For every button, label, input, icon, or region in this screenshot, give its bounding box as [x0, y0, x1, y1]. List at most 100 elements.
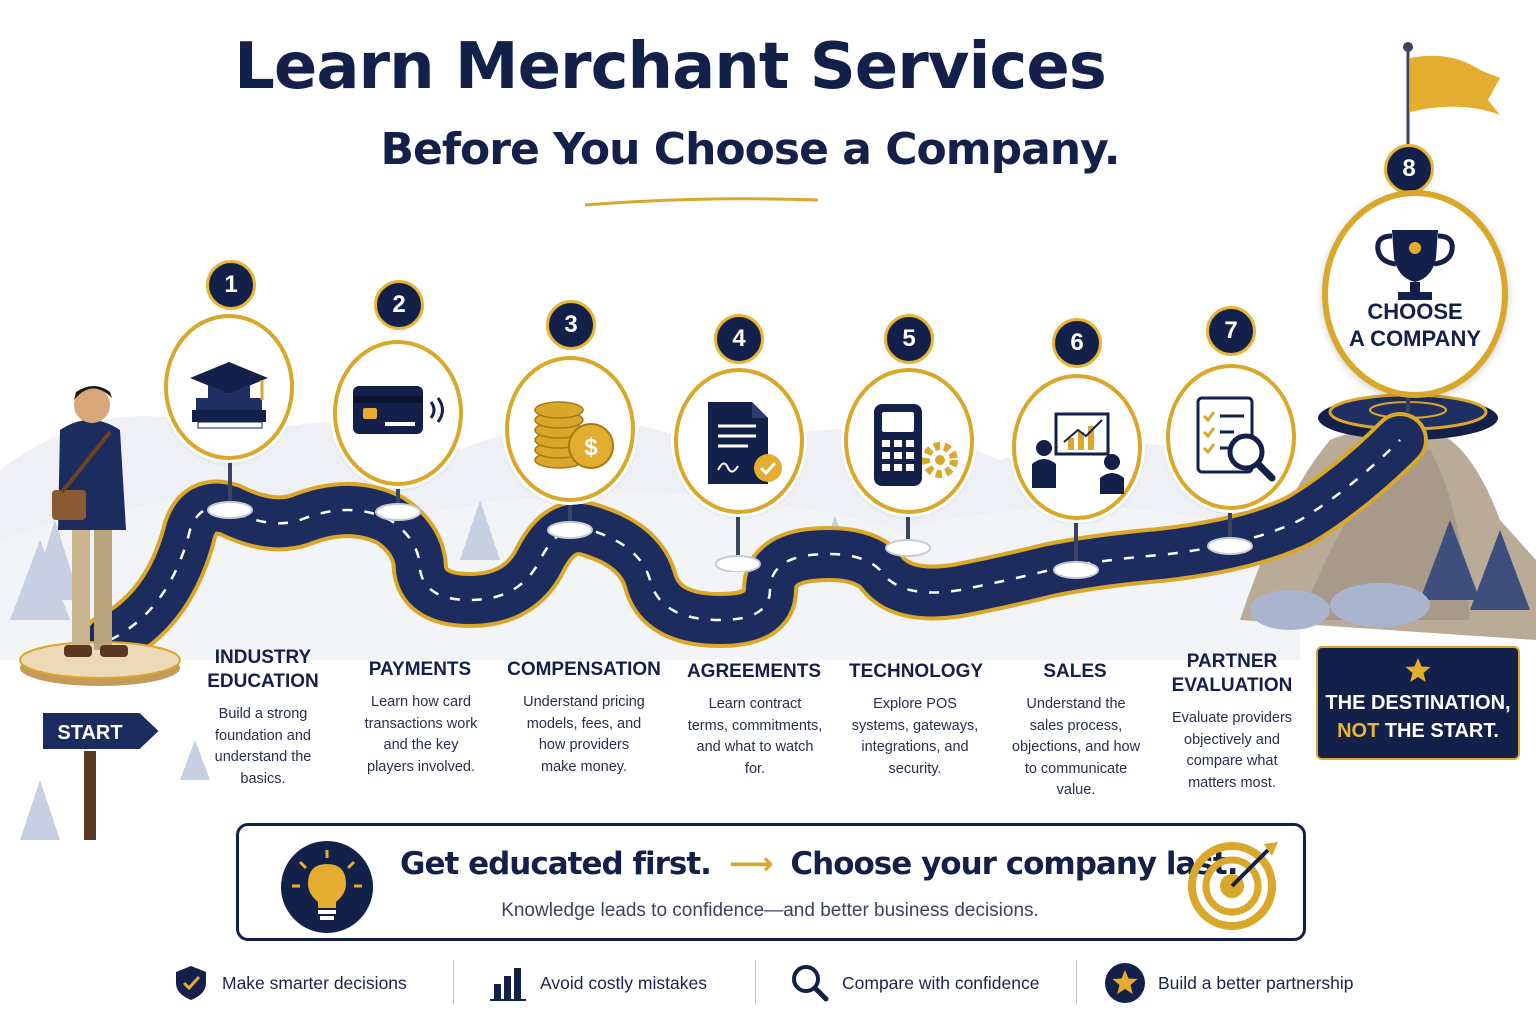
step-5-desc-line: Explore POS — [873, 696, 957, 712]
page-title: Learn Merchant Services — [234, 30, 1107, 104]
step-4-desc-line: for. — [744, 760, 766, 777]
step-4-desc-line: and what to watch — [696, 739, 814, 755]
step-1-number: 1 — [206, 260, 256, 310]
step-1-label-line: INDUSTRY — [214, 647, 312, 668]
benefit-label: Compare with confidence — [842, 972, 1040, 993]
step-6-desc-line: objections, and how — [1011, 739, 1141, 755]
step-2-desc-line: players involved. — [367, 758, 475, 775]
benefit-item: Make smarter decisions — [172, 966, 407, 1000]
step-5-desc-line: security. — [888, 760, 942, 777]
divider — [1076, 960, 1077, 1004]
bar-chart-icon — [490, 968, 526, 1001]
step-3-desc-line: models, fees, and — [526, 715, 642, 732]
step-6-marker — [1053, 514, 1099, 579]
step-7-label-line: EVALUATION — [1171, 675, 1293, 696]
checklist-magnifier-icon — [1196, 396, 1276, 482]
divider — [755, 960, 756, 1004]
step-1-circle — [164, 314, 294, 460]
step-4-marker — [715, 510, 761, 572]
divider — [453, 960, 454, 1004]
trophy-icon — [1375, 230, 1455, 300]
coins-dollar-icon: $ — [534, 401, 614, 469]
step-1-marker — [207, 460, 253, 519]
step-6-desc-line: Understand the — [1026, 696, 1126, 712]
step-1-label-line: EDUCATION — [207, 671, 319, 692]
step-7-circle — [1166, 364, 1296, 510]
flag-icon — [1410, 55, 1500, 115]
step-8-number: 8 — [1384, 144, 1434, 194]
step-6-circle — [1012, 374, 1142, 520]
start-sign-label: START — [57, 722, 122, 744]
banner-last-text: Choose your company last. — [790, 846, 1238, 882]
banner-first-text: Get educated first. — [400, 846, 712, 882]
contactless-card-icon — [353, 386, 444, 434]
banner-subtitle: Knowledge leads to confidence—and better… — [501, 900, 1039, 921]
step-5-desc-line: integrations, and — [861, 739, 969, 755]
step-8-label-line: A COMPANY — [1349, 326, 1481, 351]
star-icon — [1405, 658, 1431, 682]
step-2-marker — [375, 480, 421, 521]
step-4-number: 4 — [714, 314, 764, 364]
step-8-circle — [1322, 190, 1508, 398]
step-7-desc-line: Evaluate providers — [1171, 710, 1293, 726]
step-2-circle — [333, 340, 463, 486]
shield-check-icon — [176, 966, 206, 1000]
step-6-number: 6 — [1052, 318, 1102, 368]
step-6-desc-line: sales process, — [1029, 717, 1123, 734]
step-6-desc-line: value. — [1056, 782, 1096, 798]
step-5-marker — [885, 512, 931, 557]
step-3-circle: $ — [505, 356, 635, 502]
step-5-number: 5 — [884, 314, 934, 364]
pos-terminal-gear-icon — [874, 404, 958, 486]
step-7-desc-line: objectively and — [1184, 731, 1280, 748]
step-7-desc-line: matters most. — [1188, 774, 1276, 791]
step-3-desc-line: Understand pricing — [523, 694, 645, 710]
step-5-label-line: TECHNOLOGY — [848, 661, 984, 682]
step-3-number: 3 — [546, 300, 596, 350]
start-sign: START — [42, 711, 162, 751]
step-4-desc-line: Learn contract — [708, 696, 802, 712]
page-subtitle: Before You Choose a Company. — [380, 124, 1121, 175]
step-7-label-line: PARTNER — [1186, 651, 1278, 672]
step-4-circle — [674, 368, 804, 514]
benefit-label: Build a better partnership — [1158, 972, 1354, 993]
step-7-desc-line: compare what — [1186, 753, 1278, 769]
step-2-label-line: PAYMENTS — [368, 659, 472, 680]
step-7-number: 7 — [1206, 306, 1256, 356]
step-3-desc-line: make money. — [541, 758, 627, 775]
svg-text:$: $ — [584, 434, 598, 461]
arrow-right-icon: ⟶ — [728, 846, 773, 882]
step-2-desc-line: and the key — [383, 737, 459, 753]
step-1-desc-line: basics. — [240, 770, 286, 787]
step-2-desc-line: Learn how card — [371, 694, 471, 710]
benefit-label: Make smarter decisions — [222, 972, 407, 993]
destination-callout: THE DESTINATION, NOT THE START. — [1316, 646, 1520, 760]
step-2-number: 2 — [374, 280, 424, 330]
graduation-cap-books-icon — [190, 362, 268, 429]
magnifier-icon — [792, 965, 829, 1002]
lightbulb-icon — [281, 841, 373, 933]
benefit-item: Avoid costly mistakes — [490, 966, 707, 1001]
destination-line-2: THE START. — [1379, 720, 1499, 742]
benefit-item: Build a better partnership — [1104, 963, 1354, 1003]
signed-document-icon — [708, 402, 782, 484]
step-3-desc-line: how providers — [538, 737, 630, 753]
benefit-label: Avoid costly mistakes — [540, 972, 707, 993]
step-4-label-line: AGREEMENTS — [686, 661, 822, 682]
step-1-desc-line: Build a strong — [218, 706, 308, 722]
sales-presentation-icon — [1032, 412, 1124, 494]
step-5-circle — [844, 368, 974, 514]
step-7-marker — [1207, 510, 1253, 555]
destination-highlight: NOT — [1337, 720, 1380, 742]
step-4-desc-line: terms, commitments, — [687, 717, 823, 734]
benefit-item: Compare with confidence — [790, 965, 1040, 1002]
step-2-desc-line: transactions work — [364, 715, 478, 732]
key-message-banner — [236, 823, 1306, 941]
step-3-label-line: COMPENSATION — [507, 659, 661, 680]
step-1-desc-line: understand the — [214, 749, 312, 765]
step-5-desc-line: systems, gateways, — [851, 717, 979, 734]
target-icon — [1188, 842, 1278, 930]
step-6-desc-line: to communicate — [1024, 760, 1128, 777]
step-6-label-line: SALES — [1043, 661, 1107, 682]
